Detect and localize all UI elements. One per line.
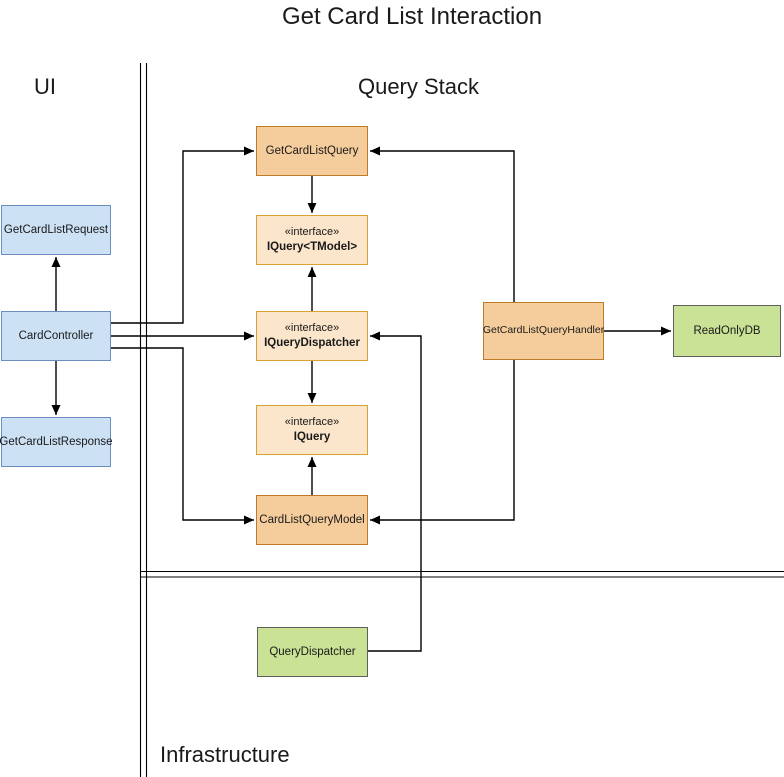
node-label: ReadOnlyDB [693, 324, 761, 337]
node-iquery-dispatcher: «interface» IQueryDispatcher [256, 311, 368, 361]
node-label: IQueryDispatcher [264, 336, 360, 349]
node-label: GetCardListResponse [0, 435, 113, 448]
lane-label-query-stack: Query Stack [357, 74, 480, 99]
node-iquery: «interface» IQuery [256, 405, 368, 455]
node-label: CardController [18, 329, 94, 342]
node-stereotype: «interface» [284, 225, 340, 238]
edge-cardcontroller-to-getcardlistquery [111, 146, 254, 324]
node-label: IQuery<TModel> [266, 240, 358, 253]
node-get-card-list-query: GetCardListQuery [256, 126, 368, 176]
diagram-title: Get Card List Interaction [281, 3, 543, 30]
node-get-card-list-query-handler: GetCardListQueryHandler [483, 302, 604, 360]
edge-cardcontroller-to-cardlistquerymodel [111, 347, 254, 525]
node-label: GetCardListQuery [265, 144, 359, 157]
node-stereotype: «interface» [284, 321, 340, 334]
node-iquery-tmodel: «interface» IQuery<TModel> [256, 215, 368, 265]
edge-handler-to-cardlistquerymodel [370, 360, 515, 525]
node-label: GetCardListQueryHandler [482, 324, 605, 337]
node-label: CardListQueryModel [259, 513, 365, 526]
node-get-card-list-response: GetCardListResponse [0, 417, 113, 467]
node-label: GetCardListRequest [3, 223, 109, 236]
node-read-only-db: ReadOnlyDB [673, 305, 781, 357]
node-get-card-list-request: GetCardListRequest [1, 205, 111, 255]
edge-handler-to-getcardlistquery [370, 146, 515, 302]
lane-label-infrastructure: Infrastructure [160, 742, 290, 767]
node-query-dispatcher: QueryDispatcher [257, 627, 368, 677]
lane-label-ui: UI [34, 74, 56, 99]
node-card-list-query-model: CardListQueryModel [256, 495, 368, 545]
node-label: QueryDispatcher [269, 645, 356, 658]
node-card-controller: CardController [1, 311, 111, 361]
edge-querydispatcher-to-iquerydispatcher [368, 331, 422, 652]
node-stereotype: «interface» [284, 415, 340, 428]
node-label: IQuery [293, 430, 331, 443]
